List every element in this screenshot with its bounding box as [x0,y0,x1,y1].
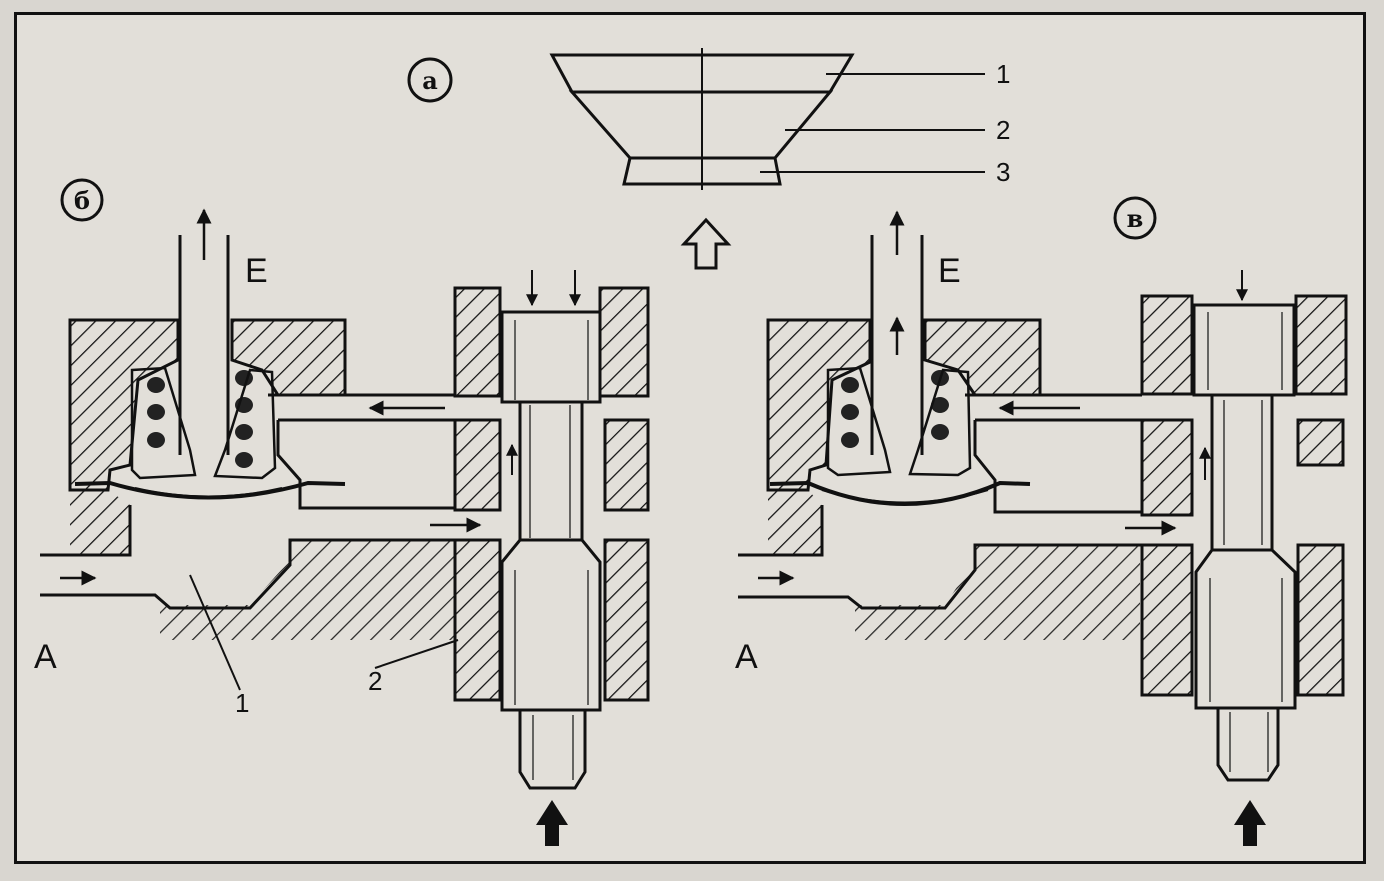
push-arrow-left [536,800,568,846]
housing-lower-left [70,490,130,555]
valve-cage-right [826,366,972,477]
panel-b-letter: б [74,186,90,215]
passages-right [738,393,1142,610]
diaphragm-right [769,480,1031,506]
panel-v-circle [1113,196,1157,240]
plunger-left [500,310,602,790]
passages-left [40,393,455,610]
outlet-label-left: E [245,252,268,290]
filter-cup [549,48,855,190]
spring-right [841,370,949,448]
plunger-right [1192,303,1297,782]
flow-up-hollow-arrow [680,217,732,270]
valve-cage-left [130,366,277,480]
push-arrow-right [1234,800,1266,846]
outlet-pipe-right [870,235,924,455]
part-1-leader-left [189,574,241,691]
plunger-left-shading [514,320,589,780]
spring-left [147,370,253,468]
housing-left-block-right [766,318,872,492]
filter-layer-1-label: 1 [996,59,1010,89]
filter-layer-2-label: 2 [996,115,1010,145]
panel-b: б E [34,178,650,846]
plunger-housing-right [1140,294,1348,697]
panel-a-letter: а [422,66,438,95]
part-2-label-left: 2 [368,666,382,696]
panel-v-letter: в [1127,204,1144,233]
filter-layer-3-label: 3 [996,157,1010,187]
panel-v: в E [735,196,1348,846]
plunger-housing-left [453,286,650,702]
outlet-pipe-left [178,235,230,455]
filter-layer-3-shape [622,156,782,186]
housing-lower-left-right [768,490,822,555]
panel-b-circle [60,178,104,222]
panel-a: а 1 2 3 [407,48,1010,270]
housing-bottom-hatch [160,540,455,640]
diaphragm-right-inner [821,489,989,504]
outlet-label-right: E [938,252,961,290]
housing-bottom-hatch-right [855,545,1140,640]
panel-a-circle [407,57,453,103]
inlet-label-right: A [735,638,758,676]
diaphragm-left-inner [134,487,283,498]
filter-leaders [760,73,985,173]
part-2-leader-left [374,639,459,669]
inlet-label-left: A [34,638,57,676]
part-1-label-left: 1 [235,688,249,718]
housing-left-block [68,318,180,492]
plunger-right-shading [1207,312,1283,772]
